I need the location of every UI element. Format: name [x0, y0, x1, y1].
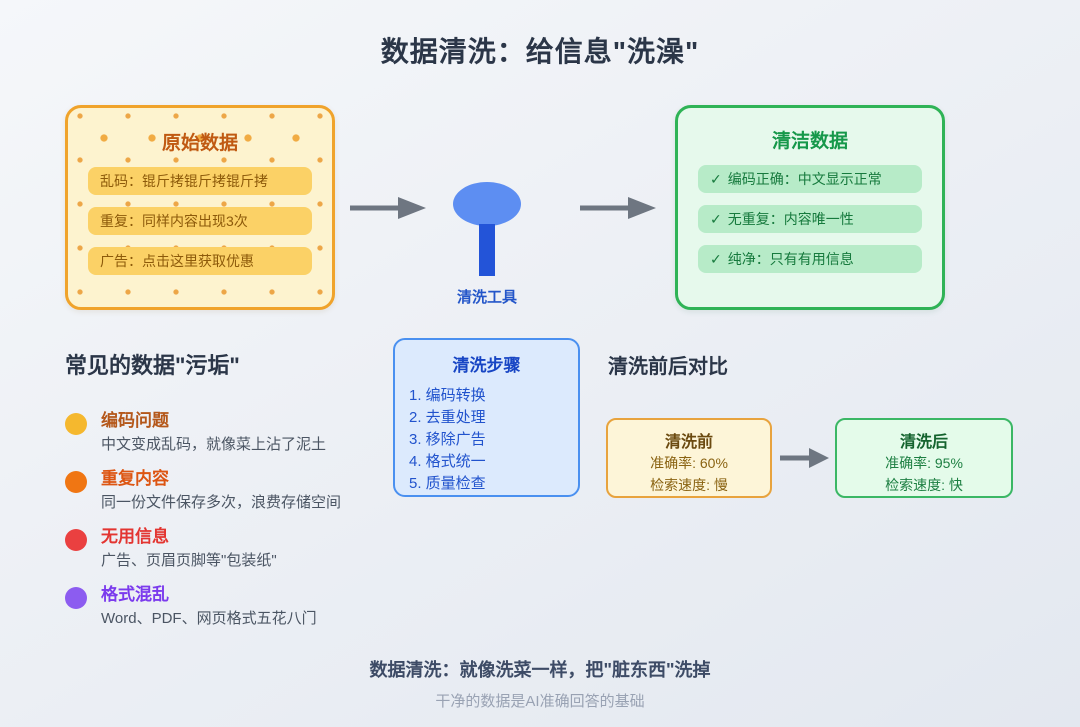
- dirt-item-title: 无用信息: [101, 527, 169, 546]
- plunger-icon: [453, 182, 521, 226]
- dirt-list: 编码问题 中文变成乱码，就像菜上沾了泥土 重复内容 同一份文件保存多次，浪费存储…: [65, 410, 395, 629]
- before-box-title: 清洗前: [664, 434, 713, 451]
- dirt-item-useless: 无用信息 广告、页眉页脚等"包装纸": [65, 526, 395, 571]
- dirt-section: 常见的数据"污垢" 编码问题 中文变成乱码，就像菜上沾了泥土 重复内容 同一份文…: [65, 348, 395, 642]
- before-accuracy: 准确率: 60%: [650, 455, 728, 471]
- cleaning-tool-label: 清洗工具: [456, 289, 517, 306]
- clean-data-box: 清洁数据 ✓ 编码正确：中文显示正常 ✓ 无重复：内容唯一性 ✓ 纯净：只有有用信息: [675, 105, 945, 310]
- cleaning-step: 2. 去重处理: [409, 409, 486, 426]
- compare-section-heading: 清洗前后对比: [608, 356, 728, 378]
- bullet-dot-icon: [65, 471, 87, 493]
- clean-data-item: ✓ 无重复：内容唯一性: [698, 205, 922, 233]
- dirt-item-title: 重复内容: [101, 469, 169, 488]
- after-speed: 检索速度: 快: [885, 477, 963, 493]
- check-icon: ✓: [710, 211, 722, 227]
- dirt-item-desc: 广告、页眉页脚等"包装纸": [101, 552, 277, 569]
- plunger-stem: [479, 224, 495, 276]
- raw-data-box-title: 原始数据: [161, 133, 238, 154]
- dirt-item-duplicate: 重复内容 同一份文件保存多次，浪费存储空间: [65, 468, 395, 513]
- after-accuracy: 准确率: 95%: [885, 455, 963, 471]
- raw-data-item: 乱码：锟斤拷锟斤拷锟斤拷: [88, 167, 312, 195]
- cleaning-step: 3. 移除广告: [409, 431, 486, 448]
- check-icon: ✓: [710, 171, 722, 187]
- clean-data-item-text: 无重复：内容唯一性: [727, 211, 854, 227]
- cleaning-step: 4. 格式统一: [409, 453, 486, 470]
- cleaning-steps-box: 清洗步骤 1. 编码转换 2. 去重处理 3. 移除广告 4. 格式统一 5. …: [393, 338, 580, 497]
- clean-data-item-text: 纯净：只有有用信息: [727, 251, 854, 267]
- clean-data-item: ✓ 编码正确：中文显示正常: [698, 165, 922, 193]
- before-speed: 检索速度: 慢: [650, 477, 728, 493]
- after-cleaning-box: 清洗后 准确率: 95% 检索速度: 快: [835, 418, 1013, 498]
- arrow-right-icon: [350, 197, 426, 219]
- footer-subtext: 干净的数据是AI准确回答的基础: [435, 693, 645, 710]
- dirt-item-desc: 同一份文件保存多次，浪费存储空间: [101, 494, 342, 511]
- dirt-item-format: 格式混乱 Word、PDF、网页格式五花八门: [65, 584, 395, 629]
- dirt-item-title: 格式混乱: [101, 585, 169, 604]
- raw-data-box: 原始数据 乱码：锟斤拷锟斤拷锟斤拷 重复：同样内容出现3次 广告：点击这里获取优…: [65, 105, 335, 310]
- raw-data-item: 重复：同样内容出现3次: [88, 207, 312, 235]
- before-cleaning-box: 清洗前 准确率: 60% 检索速度: 慢: [606, 418, 772, 498]
- dirt-item-title: 编码问题: [101, 411, 169, 430]
- dirt-item-desc: Word、PDF、网页格式五花八门: [101, 610, 317, 627]
- arrow-right-icon: [780, 448, 829, 468]
- bullet-dot-icon: [65, 413, 87, 435]
- footer-summary: 数据清洗：就像洗菜一样，把"脏东西"洗掉: [369, 660, 711, 680]
- raw-data-item: 广告：点击这里获取优惠: [88, 247, 312, 275]
- cleaning-tool: 清洗工具: [447, 182, 527, 307]
- bullet-dot-icon: [65, 529, 87, 551]
- after-box-title: 清洗后: [899, 434, 948, 451]
- dirt-item-encoding: 编码问题 中文变成乱码，就像菜上沾了泥土: [65, 410, 395, 455]
- page-title: 数据清洗：给信息"洗澡": [380, 36, 700, 67]
- arrow-right-icon: [580, 197, 656, 219]
- cleaning-steps-title: 清洗步骤: [452, 356, 521, 375]
- cleaning-steps-list: 1. 编码转换 2. 去重处理 3. 移除广告 4. 格式统一 5. 质量检查: [409, 385, 564, 495]
- clean-data-item-text: 编码正确：中文显示正常: [727, 171, 882, 187]
- bullet-dot-icon: [65, 587, 87, 609]
- clean-data-item: ✓ 纯净：只有有用信息: [698, 245, 922, 273]
- dirt-section-heading: 常见的数据"污垢": [65, 353, 240, 378]
- cleaning-step: 1. 编码转换: [409, 387, 486, 404]
- dirt-item-desc: 中文变成乱码，就像菜上沾了泥土: [101, 436, 327, 453]
- check-icon: ✓: [710, 251, 722, 267]
- clean-data-box-title: 清洁数据: [771, 131, 848, 152]
- cleaning-step: 5. 质量检查: [409, 475, 486, 492]
